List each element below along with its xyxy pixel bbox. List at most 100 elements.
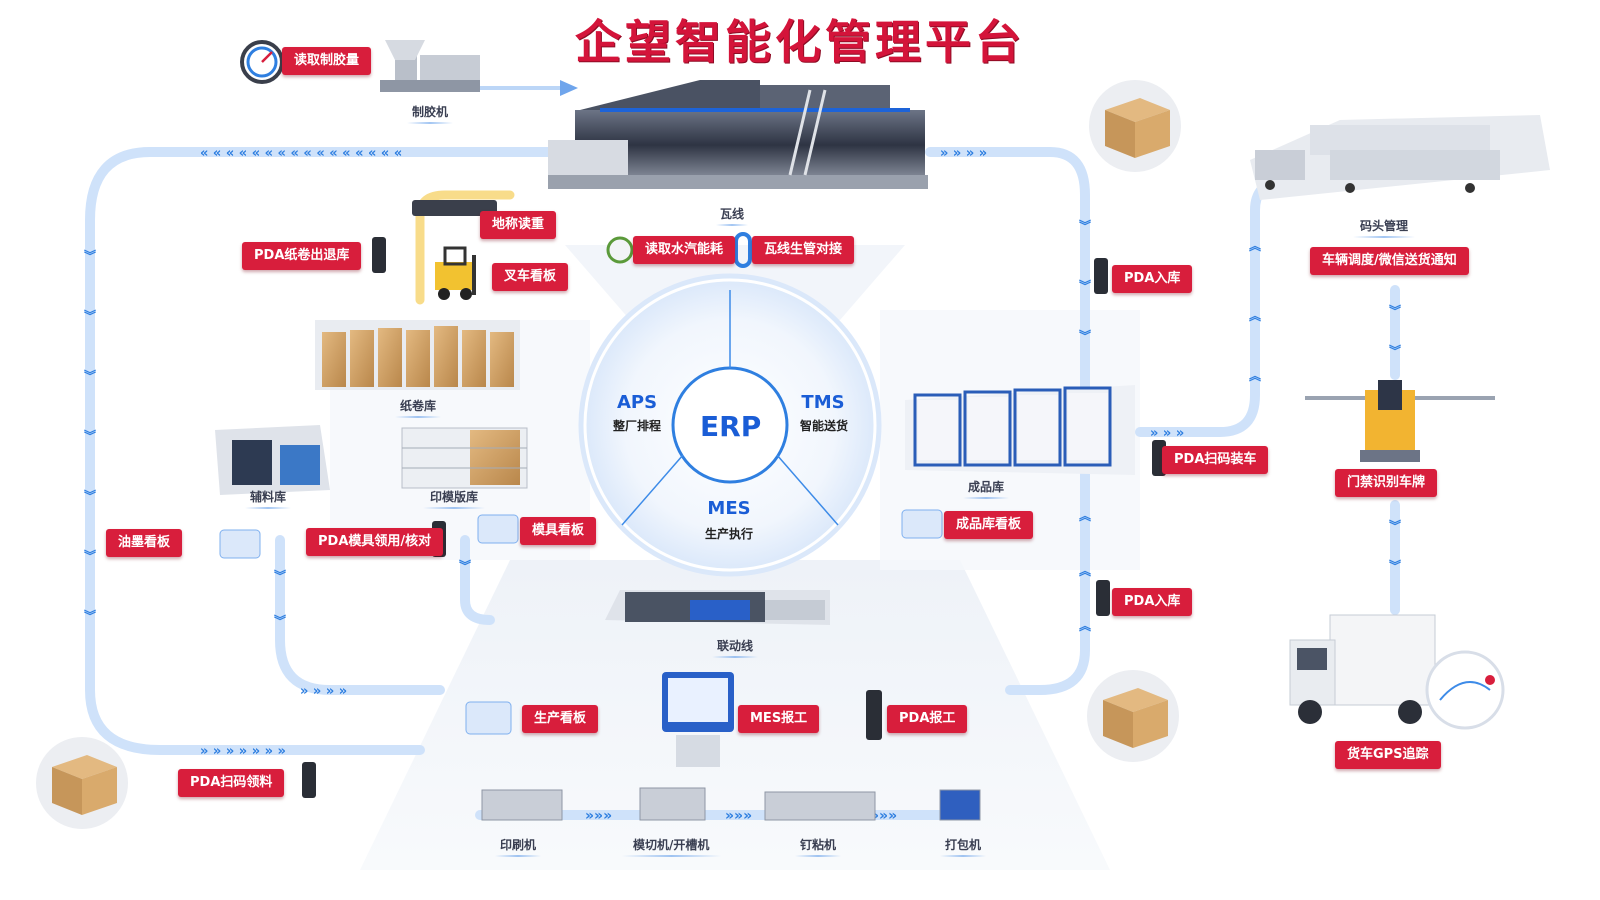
mes-label: MES xyxy=(707,498,751,519)
svg-text:︾: ︾ xyxy=(1389,518,1401,533)
paper-roll-store-image xyxy=(315,320,520,390)
caption-dock: 码头管理 xyxy=(1360,217,1408,238)
svg-text:︽: ︽ xyxy=(1079,564,1091,578)
svg-text:︽: ︽ xyxy=(1249,309,1261,323)
aps-label: APS xyxy=(616,392,658,413)
pda-icon xyxy=(372,237,386,273)
badge-dispatch: 车辆调度/微信送货通知 xyxy=(1310,247,1469,275)
svg-text:︾: ︾ xyxy=(1389,343,1401,358)
caption-glue-machine: 制胶机 xyxy=(412,103,448,124)
badge-gps: 货车GPS追踪 xyxy=(1335,741,1441,769)
badge-pda-pick: PDA扫码领料 xyxy=(178,769,285,797)
aps-desc: 整厂排程 xyxy=(612,419,661,433)
pda-icon xyxy=(866,690,882,740)
badge-pda-in-1: PDA入库 xyxy=(1112,265,1193,293)
svg-text:« « « « « « « « « « « « « « «: « « « « « « « « « « « « « « « « xyxy=(200,146,402,161)
badge-pda-load: PDA扫码装车 xyxy=(1162,446,1269,474)
svg-text:︽: ︽ xyxy=(1249,369,1261,383)
dashboard-card-icon xyxy=(219,529,261,559)
linked-line-image xyxy=(605,590,830,625)
svg-text:︾: ︾ xyxy=(84,548,96,563)
caption-printer: 印刷机 xyxy=(500,836,536,857)
badge-pda-in-2: PDA入库 xyxy=(1112,588,1193,616)
corrugator-image xyxy=(548,80,928,189)
caption-fg-store: 成品库 xyxy=(968,478,1004,499)
pda-icon xyxy=(302,762,316,798)
badge-gate-plate: 门禁识别车牌 xyxy=(1335,469,1438,497)
pallet-box-icon xyxy=(1087,670,1179,762)
gps-truck-image xyxy=(1289,614,1505,730)
meter-icon xyxy=(606,236,634,264)
svg-text:︾: ︾ xyxy=(84,248,96,263)
dock-trucks-image xyxy=(1250,115,1550,200)
svg-text:︽: ︽ xyxy=(1249,239,1261,253)
page-title: 企望智能化管理平台 xyxy=(575,15,1025,69)
svg-text:»»»: »»» xyxy=(725,808,752,824)
svg-text:︾: ︾ xyxy=(84,488,96,503)
flow-arrows: « « « « « « « « « « « « « « « « » » » » … xyxy=(200,146,1184,824)
svg-text:︾: ︾ xyxy=(459,558,471,573)
caption-plate-store: 印模版库 xyxy=(430,488,478,509)
pallet-box-icon xyxy=(1089,80,1181,172)
svg-text:» » »: » » » xyxy=(1150,426,1184,441)
svg-text:︾: ︾ xyxy=(274,613,286,628)
mes-desc: 生产执行 xyxy=(704,527,753,541)
link-icon xyxy=(734,232,752,268)
svg-text:» » » »: » » » » xyxy=(940,146,987,161)
gauge-icon xyxy=(240,40,284,84)
plate-store-image xyxy=(401,427,528,489)
fg-store-image xyxy=(905,385,1135,475)
badge-die-board: 模具看板 xyxy=(520,517,597,545)
badge-ink-board: 油墨看板 xyxy=(106,529,183,557)
pda-icon xyxy=(1094,258,1108,294)
caption-corrugator: 瓦线 xyxy=(720,205,744,226)
glue-machine-image xyxy=(380,40,480,92)
forklift-image xyxy=(435,246,476,300)
badge-fg-board: 成品库看板 xyxy=(944,511,1034,539)
svg-text:︾: ︾ xyxy=(1389,303,1401,318)
badge-corrugator-dock: 瓦线生管对接 xyxy=(752,236,855,264)
svg-text:» » » »: » » » » xyxy=(300,684,347,699)
pallet-box-icon xyxy=(36,737,128,829)
caption-roll-store: 纸卷库 xyxy=(400,397,436,418)
aux-store-image xyxy=(215,425,330,495)
caption-die-cutter: 模切机/开槽机 xyxy=(633,836,709,857)
mes-terminal-image xyxy=(662,672,734,767)
badge-read-glue: 读取制胶量 xyxy=(282,47,372,75)
caption-linked-line: 联动线 xyxy=(717,637,753,658)
svg-text:︾: ︾ xyxy=(84,608,96,623)
dashboard-card-icon xyxy=(901,509,943,539)
svg-text:︾: ︾ xyxy=(1389,558,1401,573)
svg-text:︾: ︾ xyxy=(274,568,286,583)
caption-stitcher: 钉粘机 xyxy=(800,836,836,857)
svg-text:︾: ︾ xyxy=(1079,218,1091,233)
badge-pda-roll-out: PDA纸卷出退库 xyxy=(242,242,362,270)
badge-pda-die: PDA模具领用/核对 xyxy=(306,528,444,556)
dashboard-card-icon xyxy=(465,701,512,735)
caption-packer: 打包机 xyxy=(945,836,981,857)
caption-aux-store: 辅料库 xyxy=(250,488,286,509)
svg-text:︽: ︽ xyxy=(1079,509,1091,523)
dashboard-card-icon xyxy=(477,514,519,544)
map-pin-icon xyxy=(1485,675,1495,685)
tms-desc: 智能送货 xyxy=(799,419,848,433)
svg-text:︾: ︾ xyxy=(84,368,96,383)
badge-mes-report: MES报工 xyxy=(738,705,820,733)
svg-text:︾: ︾ xyxy=(1079,328,1091,343)
badge-pda-report: PDA报工 xyxy=(887,705,968,733)
badge-forklift: 叉车看板 xyxy=(492,263,569,291)
badge-read-water: 读取水汽能耗 xyxy=(633,236,736,264)
erp-label: ERP xyxy=(700,410,762,443)
bottom-machines xyxy=(481,787,981,821)
badge-scale-read: 地称读重 xyxy=(480,211,557,239)
gate-image xyxy=(1305,380,1495,462)
svg-text:»»»: »»» xyxy=(870,808,897,824)
scale-image xyxy=(412,200,497,216)
svg-text:»»»: »»» xyxy=(585,808,612,824)
pda-icon xyxy=(1096,580,1110,616)
svg-text:» » » » » » »: » » » » » » » xyxy=(200,744,286,759)
svg-text:︾: ︾ xyxy=(84,428,96,443)
dashboard-card-icons xyxy=(219,509,943,735)
